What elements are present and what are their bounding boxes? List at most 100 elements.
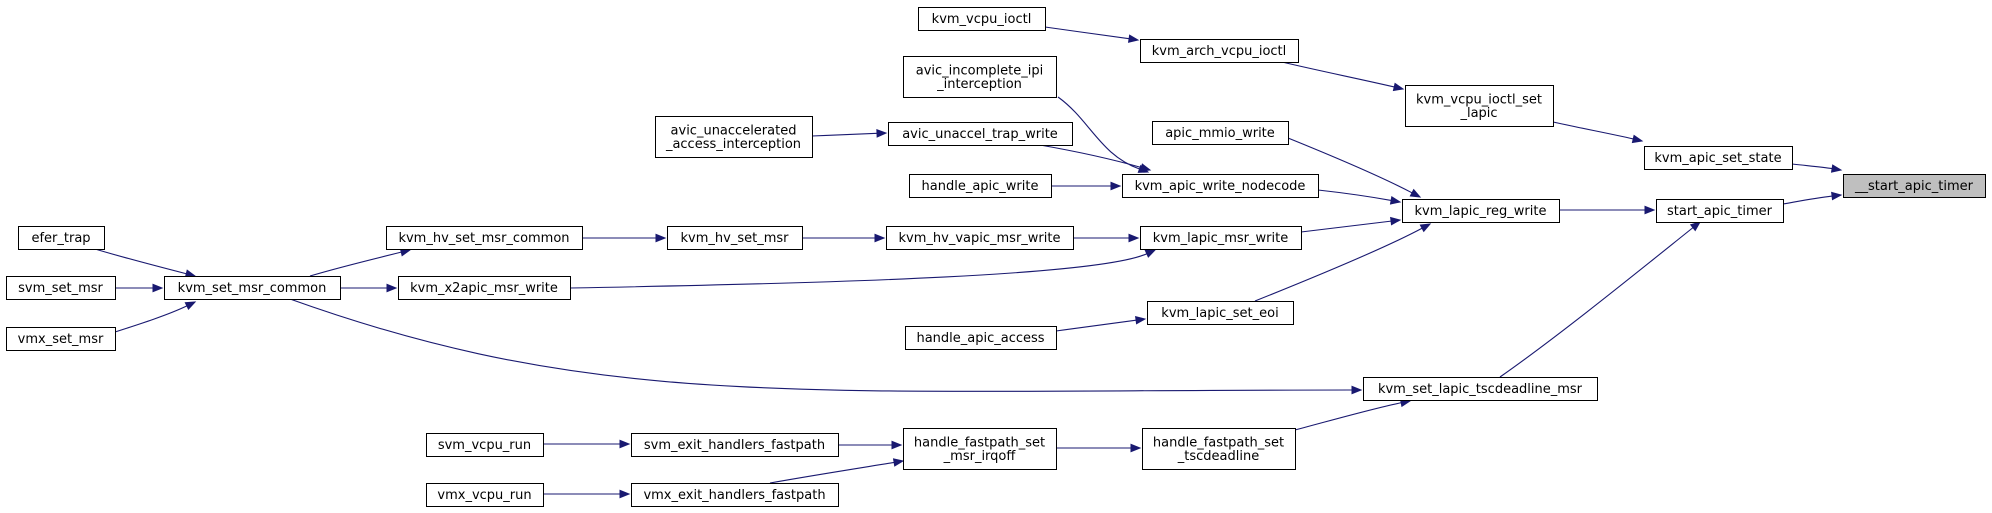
function-node-label: handle_apic_access: [916, 331, 1044, 346]
call-edge: [1281, 61, 1405, 92]
function-node[interactable]: avic_unaccel_trap_write: [888, 122, 1073, 146]
function-node[interactable]: efer_trap: [18, 226, 105, 250]
function-node[interactable]: kvm_set_lapic_tscdeadline_msr: [1363, 377, 1598, 401]
function-node-label: _lapic: [1459, 106, 1497, 121]
call-edge: [309, 248, 412, 277]
function-node-label: kvm_set_lapic_tscdeadline_msr: [1378, 382, 1583, 397]
function-node[interactable]: kvm_lapic_reg_write: [1402, 199, 1560, 223]
function-node-label: kvm_set_msr_common: [178, 281, 327, 296]
call-edge: [1499, 221, 1702, 378]
function-node[interactable]: vmx_set_msr: [6, 327, 116, 351]
call-edge: [1055, 315, 1147, 332]
call-edge: [1552, 121, 1644, 144]
function-node-label: kvm_lapic_msr_write: [1153, 231, 1288, 246]
function-node-label: kvm_hv_set_msr_common: [398, 231, 569, 246]
call-edge: [1051, 181, 1122, 191]
function-node-label: avic_unaccelerated: [671, 123, 797, 138]
function-node[interactable]: avic_incomplete_ipi_interception: [903, 56, 1057, 98]
call-edge: [838, 440, 903, 450]
function-node[interactable]: svm_set_msr: [6, 276, 116, 300]
function-node-label: svm_exit_handlers_fastpath: [644, 438, 825, 453]
function-node-label: vmx_exit_handlers_fastpath: [643, 488, 825, 503]
function-node[interactable]: handle_fastpath_set_tscdeadline: [1142, 428, 1296, 470]
call-edge: [340, 283, 398, 293]
function-node[interactable]: kvm_vcpu_ioctl_set_lapic: [1405, 85, 1554, 127]
function-node[interactable]: kvm_hv_set_msr: [667, 226, 803, 250]
function-node-label: kvm_apic_set_state: [1654, 151, 1781, 166]
function-node[interactable]: kvm_lapic_msr_write: [1140, 226, 1302, 250]
function-node[interactable]: svm_exit_handlers_fastpath: [631, 433, 839, 457]
function-node[interactable]: kvm_apic_set_state: [1644, 146, 1793, 170]
function-node-label: vmx_vcpu_run: [437, 488, 531, 503]
function-node[interactable]: kvm_lapic_set_eoi: [1147, 301, 1294, 325]
call-edge: [1300, 216, 1402, 233]
call-edge: [811, 129, 888, 138]
function-node[interactable]: kvm_hv_set_msr_common: [386, 226, 583, 250]
call-graph-edges: [94, 26, 1843, 499]
call-edge: [1558, 205, 1656, 215]
function-node[interactable]: handle_apic_access: [905, 326, 1057, 350]
function-node[interactable]: svm_vcpu_run: [426, 433, 544, 457]
function-node[interactable]: kvm_hv_vapic_msr_write: [886, 226, 1074, 250]
function-node-label: start_apic_timer: [1667, 204, 1773, 219]
call-edge: [115, 283, 164, 293]
function-node-label: kvm_hv_set_msr: [681, 231, 790, 246]
call-edge: [569, 249, 1157, 289]
function-node[interactable]: vmx_exit_handlers_fastpath: [631, 483, 839, 507]
function-node[interactable]: kvm_apic_write_nodecode: [1122, 174, 1319, 198]
call-graph-nodes: __start_apic_timer kvm_apic_set_statestar…: [6, 7, 1986, 507]
function-node-label: apic_mmio_write: [1165, 126, 1275, 141]
function-node-label: svm_set_msr: [18, 281, 103, 296]
function-node[interactable]: kvm_set_msr_common: [164, 276, 341, 300]
function-node-label: kvm_x2apic_msr_write: [410, 281, 558, 296]
function-node-label: avic_unaccel_trap_write: [902, 127, 1058, 142]
function-node[interactable]: __start_apic_timer: [1843, 174, 1986, 198]
function-node-label: handle_apic_write: [922, 179, 1039, 194]
function-node-label: kvm_lapic_reg_write: [1415, 204, 1547, 219]
function-node-label: kvm_apic_write_nodecode: [1135, 179, 1306, 194]
call-edge: [1072, 233, 1140, 243]
function-node-label: _tscdeadline: [1177, 449, 1259, 464]
call-edge: [543, 439, 631, 449]
function-node-label: kvm_lapic_set_eoi: [1161, 306, 1278, 321]
call-edge: [1044, 26, 1140, 43]
function-node-label: handle_fastpath_set: [1153, 435, 1284, 450]
call-edge: [801, 233, 886, 243]
function-node-label: handle_fastpath_set: [914, 435, 1045, 450]
function-node[interactable]: start_apic_timer: [1656, 199, 1784, 223]
function-node-label: kvm_vcpu_ioctl: [932, 12, 1032, 27]
call-edge: [769, 458, 905, 484]
call-edge: [1287, 137, 1422, 198]
function-node-label: __start_apic_timer: [1854, 179, 1974, 194]
function-node-label: svm_vcpu_run: [438, 438, 531, 453]
call-edge: [94, 248, 197, 278]
call-edge: [1039, 144, 1152, 172]
function-node[interactable]: kvm_arch_vcpu_ioctl: [1140, 39, 1299, 63]
call-edge: [289, 298, 1363, 395]
function-node[interactable]: vmx_vcpu_run: [426, 483, 544, 507]
call-edge: [1294, 398, 1412, 431]
function-node[interactable]: kvm_vcpu_ioctl: [918, 7, 1046, 31]
call-edge: [1056, 443, 1142, 453]
function-node-label: _msr_irqoff: [943, 449, 1017, 464]
function-node-label: vmx_set_msr: [18, 332, 104, 347]
call-edge: [1782, 191, 1843, 205]
function-node-label: kvm_arch_vcpu_ioctl: [1152, 44, 1287, 59]
call-edge: [114, 301, 197, 333]
function-node-label: _access_interception: [665, 137, 801, 152]
function-node-label: kvm_hv_vapic_msr_write: [899, 231, 1061, 246]
function-node-label: avic_incomplete_ipi: [916, 63, 1043, 78]
call-edge: [581, 233, 667, 243]
function-node[interactable]: handle_apic_write: [909, 174, 1052, 198]
function-node-label: kvm_vcpu_ioctl_set: [1416, 92, 1542, 107]
function-node-label: efer_trap: [31, 231, 90, 246]
function-node-label: _interception: [936, 77, 1022, 92]
function-node[interactable]: kvm_x2apic_msr_write: [398, 276, 571, 300]
function-node[interactable]: avic_unaccelerated_access_interception: [655, 116, 813, 158]
function-node[interactable]: handle_fastpath_set_msr_irqoff: [903, 428, 1057, 470]
call-edge: [1791, 163, 1843, 173]
call-edge: [1254, 223, 1432, 302]
function-node[interactable]: apic_mmio_write: [1152, 121, 1289, 145]
call-edge: [1317, 189, 1402, 205]
